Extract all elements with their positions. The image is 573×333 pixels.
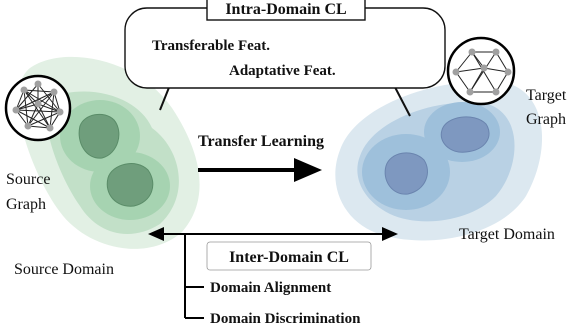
source-graph-label-line1: Source xyxy=(6,171,50,188)
transfer-arrow xyxy=(198,158,322,182)
domain-alignment-label: Domain Alignment xyxy=(210,280,331,296)
inter-domain-connector xyxy=(148,227,398,319)
adaptative-feat-label: Adaptative Feat. xyxy=(229,63,336,79)
source-graph-icon xyxy=(4,74,72,142)
target-graph-icon xyxy=(446,36,516,106)
target-graph-label-line1: Target xyxy=(526,87,567,104)
intra-domain-bubble xyxy=(124,0,446,117)
inter-domain-title: Inter-Domain CL xyxy=(229,249,349,266)
domain-discrimination-label: Domain Discrimination xyxy=(210,311,361,327)
transferable-feat-label: Transferable Feat. xyxy=(152,38,270,54)
target-graph-label-line2: Graph xyxy=(526,111,566,128)
intra-domain-title: Intra-Domain CL xyxy=(225,1,346,18)
source-domain-label: Source Domain xyxy=(14,261,114,278)
target-domain-blob xyxy=(335,81,543,241)
source-graph-label-line2: Graph xyxy=(6,196,46,213)
target-domain-label: Target Domain xyxy=(459,226,555,243)
transfer-learning-label: Transfer Learning xyxy=(198,133,324,150)
